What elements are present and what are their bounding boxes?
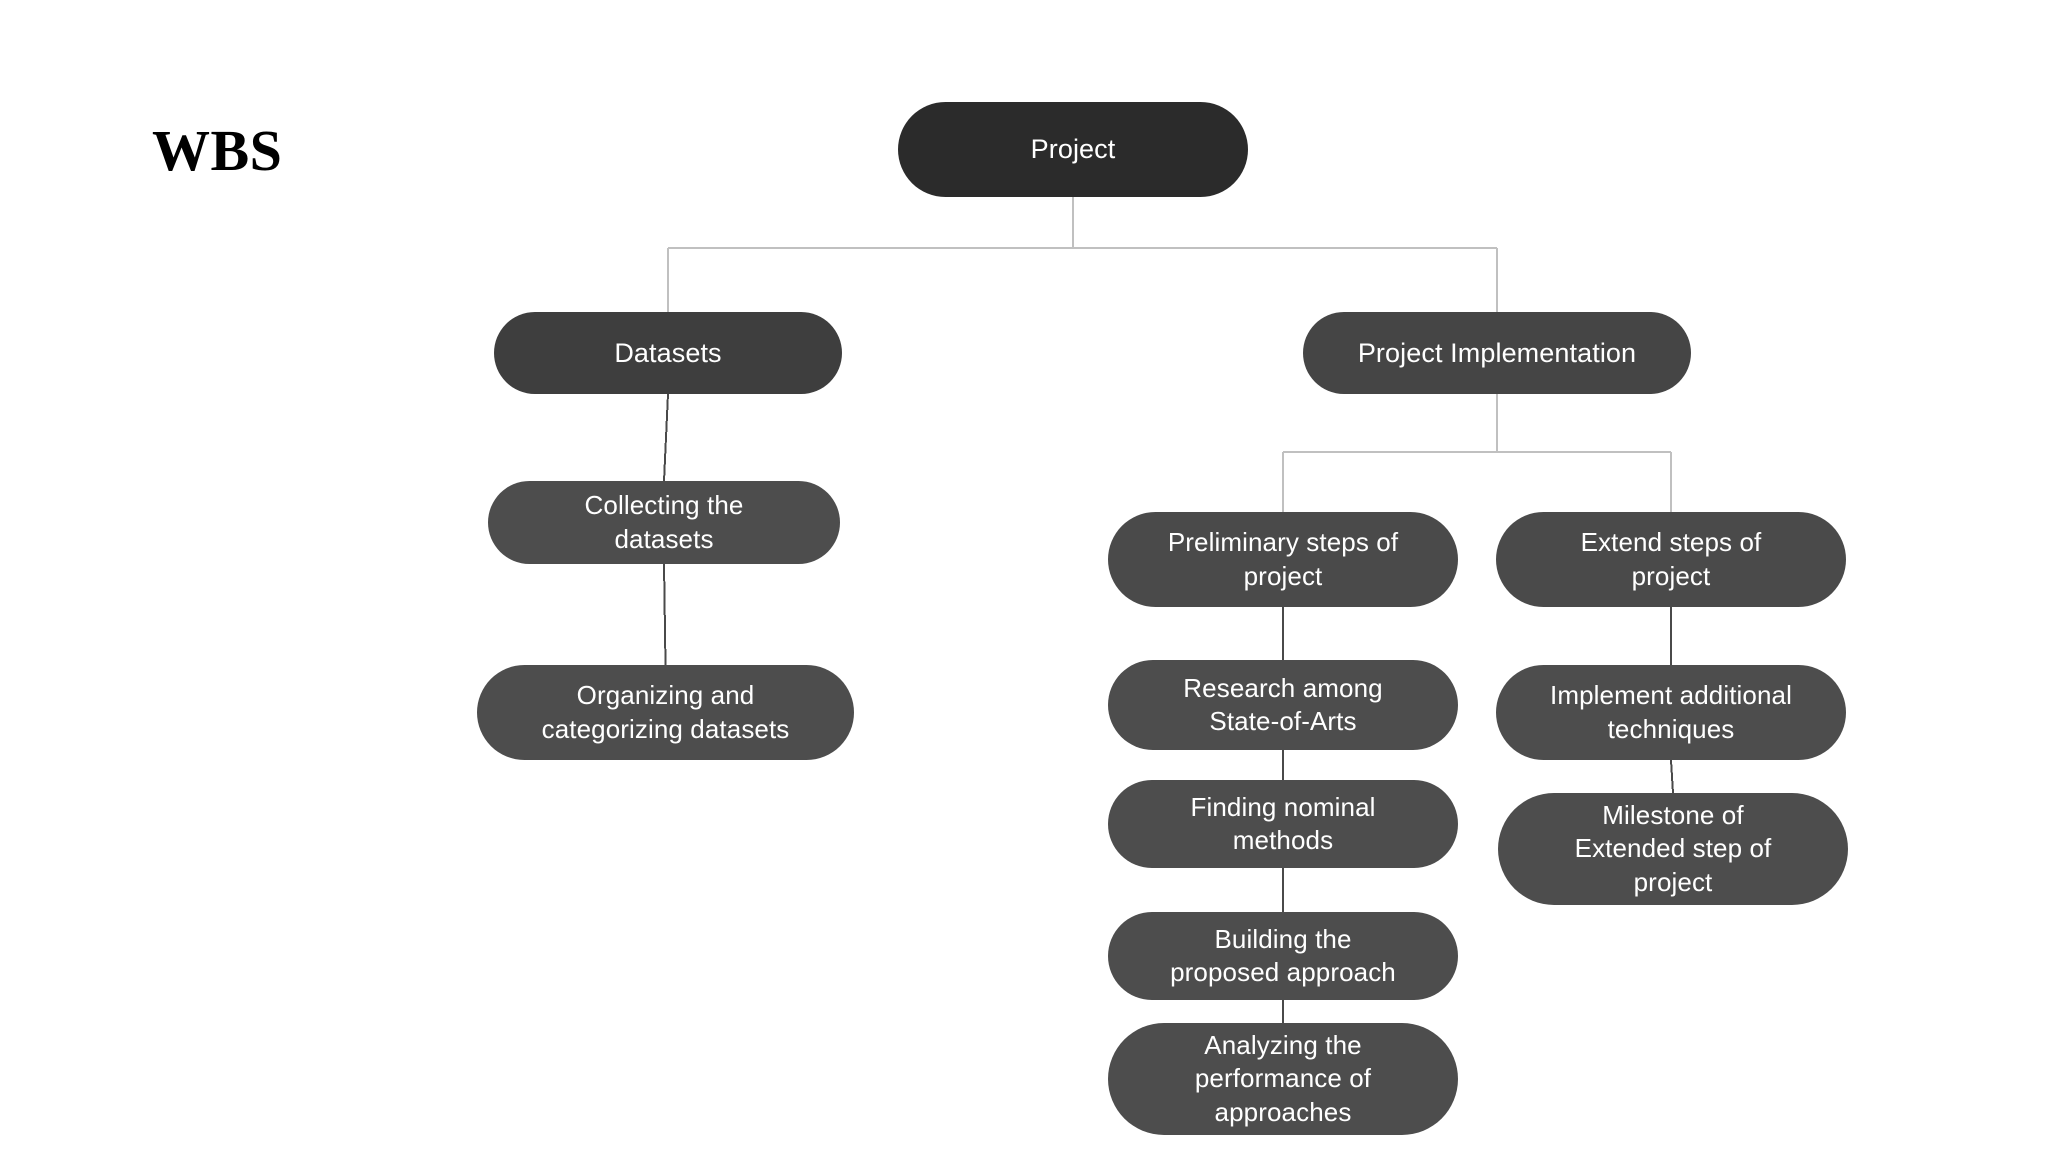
connector-collecting-the-datasets-to-organizing-and-categorizing-datasets [663, 563, 667, 666]
node-label: Organizing and categorizing datasets [541, 680, 790, 744]
node-research-among-state-of-arts[interactable]: Research among State-of-Arts [1108, 660, 1458, 750]
node-project-implementation[interactable]: Project Implementation [1303, 312, 1691, 394]
node-organizing-and-categorizing-datasets[interactable]: Organizing and categorizing datasets [477, 665, 854, 760]
node-label: Finding nominal methods [1190, 791, 1376, 855]
node-label: Building the proposed approach [1170, 923, 1396, 987]
node-label: Datasets [614, 337, 722, 368]
node-label: Collecting the datasets [584, 490, 744, 554]
connector-implement-additional-techniques-to-milestone-of-extended-step-of-project [1670, 759, 1674, 794]
node-label: Milestone of Extended step of project [1574, 800, 1772, 897]
node-collecting-the-datasets[interactable]: Collecting the datasets [488, 481, 840, 564]
node-label: Extend steps of project [1580, 527, 1762, 591]
node-label: Implement additional techniques [1550, 680, 1792, 744]
node-building-the-proposed-approach[interactable]: Building the proposed approach [1108, 912, 1458, 1000]
node-implement-additional-techniques[interactable]: Implement additional techniques [1496, 665, 1846, 760]
node-label: Project Implementation [1357, 337, 1637, 368]
node-label: Preliminary steps of project [1167, 527, 1399, 591]
node-extend-steps-of-project[interactable]: Extend steps of project [1496, 512, 1846, 607]
node-label: Project [1030, 134, 1116, 165]
node-finding-nominal-methods[interactable]: Finding nominal methods [1108, 780, 1458, 868]
node-project[interactable]: Project [898, 102, 1248, 197]
page-title: WBS [152, 118, 283, 183]
node-label: Research among State-of-Arts [1183, 672, 1383, 736]
node-analyzing-the-performance-of-approaches[interactable]: Analyzing the performance of approaches [1108, 1023, 1458, 1135]
connector-datasets-to-collecting-the-datasets [663, 393, 669, 482]
node-preliminary-steps-of-project[interactable]: Preliminary steps of project [1108, 512, 1458, 607]
node-label: Analyzing the performance of approaches [1194, 1030, 1372, 1127]
node-datasets[interactable]: Datasets [494, 312, 842, 394]
node-milestone-of-extended-step-of-project[interactable]: Milestone of Extended step of project [1498, 793, 1848, 905]
